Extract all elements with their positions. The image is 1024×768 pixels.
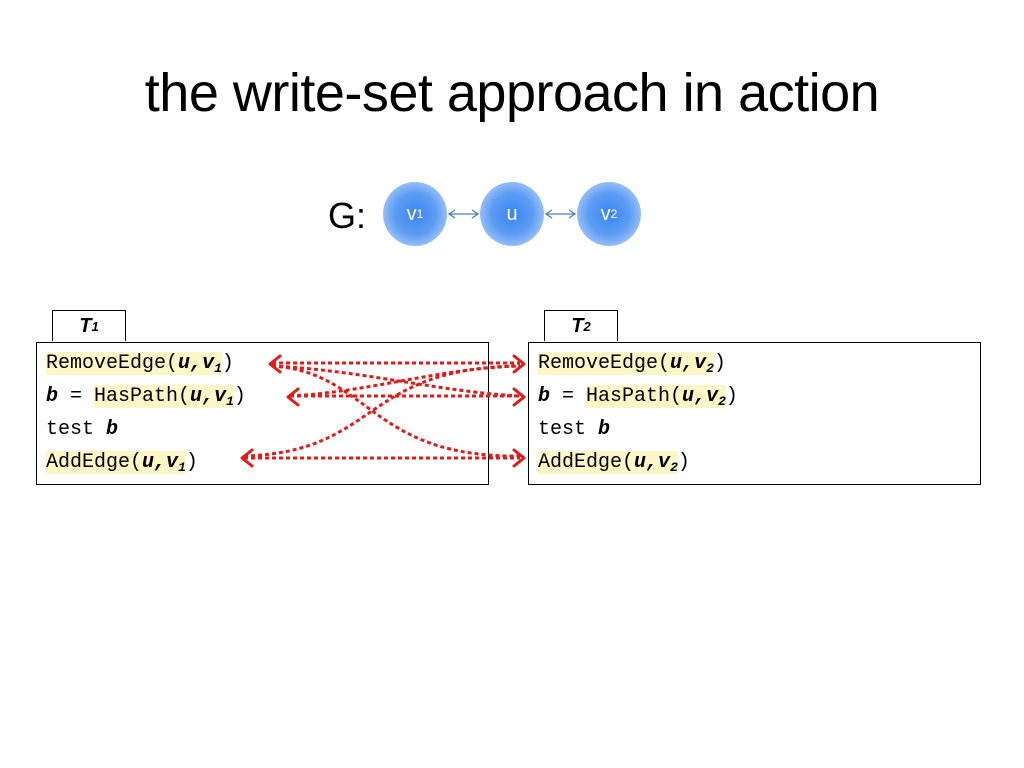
argument: u,v1 (142, 451, 186, 475)
variable: b (598, 418, 611, 441)
tab-subscript: 2 (583, 318, 591, 334)
transaction-box-t1: RemoveEdge(u,v1) b = HasPath(u,v1) test … (36, 342, 489, 485)
close-paren: ) (677, 451, 690, 474)
close-paren: ) (185, 451, 198, 474)
arrowhead-left-icon (544, 209, 553, 219)
argument: u,v2 (634, 451, 678, 475)
graph-label: G: (328, 195, 367, 236)
close-paren: ) (725, 385, 738, 408)
function-name: AddEdge( (46, 451, 143, 474)
function-name: HasPath( (94, 385, 191, 408)
graph-node-u: u (480, 182, 544, 246)
argument: u,v1 (190, 385, 234, 409)
node-label: u (506, 202, 518, 225)
code-line-has-path: b = HasPath(u,v2) (538, 383, 738, 411)
assign-op: = (550, 385, 587, 408)
variable: b (46, 385, 59, 408)
node-label: v (600, 202, 611, 225)
keyword: test (46, 418, 107, 441)
tab-label: T (571, 314, 584, 337)
tab-label: T (79, 314, 92, 337)
node-subscript: 1 (416, 207, 424, 221)
argument: u,v2 (670, 352, 714, 376)
tab-subscript: 1 (91, 318, 99, 334)
close-paren: ) (233, 385, 246, 408)
close-paren: ) (713, 352, 726, 375)
function-name: HasPath( (586, 385, 683, 408)
code-line-add-edge: AddEdge(u,v2) (538, 449, 690, 477)
arrowhead-right-icon (568, 209, 577, 219)
code-line-test: test b (538, 416, 610, 444)
node-label: v (406, 202, 417, 225)
operation-highlight: RemoveEdge(u,v2 (538, 352, 714, 376)
function-name: AddEdge( (538, 451, 635, 474)
slide-title: the write-set approach in action (144, 63, 880, 123)
argument: u,v1 (178, 352, 222, 376)
node-subscript: 2 (610, 207, 618, 221)
variable: b (106, 418, 119, 441)
operation-highlight: AddEdge(u,v1 (46, 451, 186, 475)
keyword: test (538, 418, 599, 441)
code-line-remove-edge: RemoveEdge(u,v2) (538, 350, 726, 378)
transaction-box-t2: RemoveEdge(u,v2) b = HasPath(u,v2) test … (528, 342, 981, 485)
argument: u,v2 (682, 385, 726, 409)
code-line-remove-edge: RemoveEdge(u,v1) (46, 350, 234, 378)
operation-highlight: AddEdge(u,v2 (538, 451, 678, 475)
operation-highlight: HasPath(u,v2 (586, 385, 726, 409)
function-name: RemoveEdge( (46, 352, 179, 375)
code-line-test: test b (46, 416, 118, 444)
variable: b (538, 385, 551, 408)
operation-highlight: HasPath(u,v1 (94, 385, 234, 409)
code-line-add-edge: AddEdge(u,v1) (46, 449, 198, 477)
arrowhead-right-icon (471, 209, 480, 219)
arrowhead-left-icon (447, 209, 456, 219)
function-name: RemoveEdge( (538, 352, 671, 375)
assign-op: = (58, 385, 95, 408)
code-line-has-path: b = HasPath(u,v1) (46, 383, 246, 411)
close-paren: ) (221, 352, 234, 375)
operation-highlight: RemoveEdge(u,v1 (46, 352, 222, 376)
